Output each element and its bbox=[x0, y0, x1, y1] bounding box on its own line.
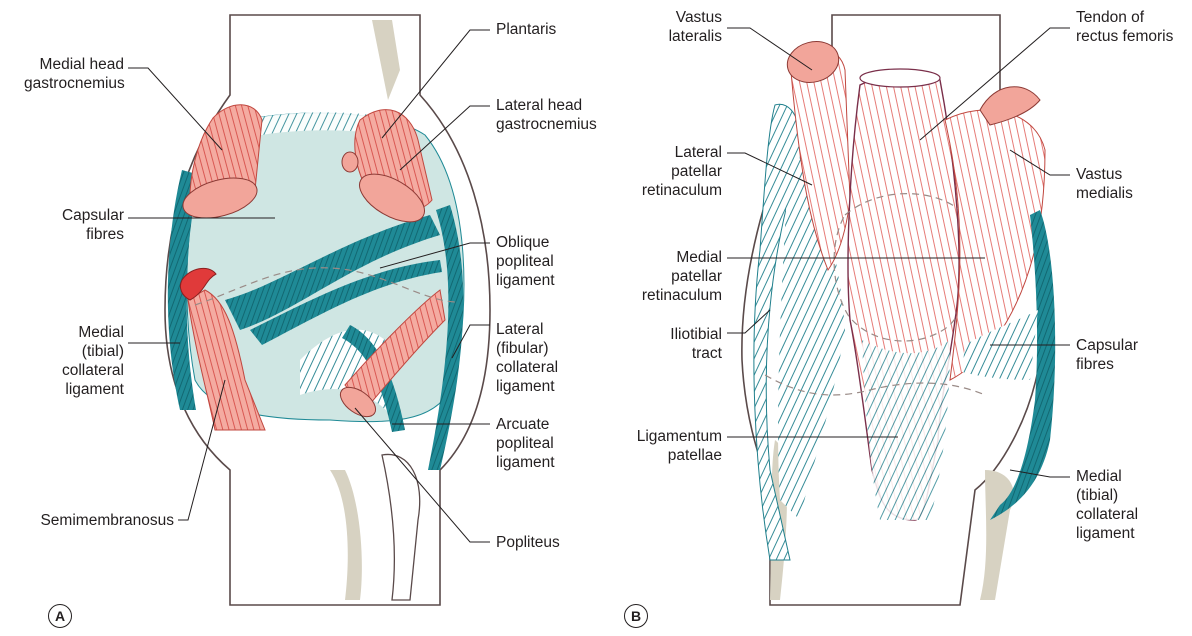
label-plantaris: Plantaris bbox=[496, 20, 606, 39]
panel-b-knee bbox=[742, 15, 1055, 605]
label-oblique-popliteal-ligament: Oblique popliteal ligament bbox=[496, 233, 596, 290]
label-ligamentum-patellae: Ligamentum patellae bbox=[600, 427, 722, 465]
label-lateral-patellar-retinaculum: Lateral patellar retinaculum bbox=[620, 143, 722, 200]
label-medial-collateral-ligament-b: Medial (tibial) collateral ligament bbox=[1076, 467, 1176, 543]
label-medial-head-gastrocnemius: Medial head gastrocnemius bbox=[24, 55, 124, 93]
label-arcuate-popliteal-ligament: Arcuate popliteal ligament bbox=[496, 415, 596, 472]
label-iliotibial-tract: Iliotibial tract bbox=[620, 325, 722, 363]
label-popliteus: Popliteus bbox=[496, 533, 596, 552]
label-capsular-fibres-b: Capsular fibres bbox=[1076, 336, 1176, 374]
label-semimembranosus: Semimembranosus bbox=[4, 511, 174, 530]
label-lateral-head-gastrocnemius: Lateral head gastrocnemius bbox=[496, 96, 616, 134]
label-tendon-rectus-femoris: Tendon of rectus femoris bbox=[1076, 8, 1188, 46]
label-capsular-fibres-a: Capsular fibres bbox=[24, 206, 124, 244]
label-medial-collateral-ligament-a: Medial (tibial) collateral ligament bbox=[24, 323, 124, 399]
label-vastus-medialis: Vastus medialis bbox=[1076, 165, 1176, 203]
label-lateral-collateral-ligament: Lateral (fibular) collateral ligament bbox=[496, 320, 596, 396]
panel-a-knee bbox=[165, 15, 490, 605]
label-medial-patellar-retinaculum: Medial patellar retinaculum bbox=[620, 248, 722, 305]
panel-b-badge: B bbox=[624, 604, 648, 628]
tibia-shadow-b bbox=[980, 470, 1014, 600]
plantaris-cut bbox=[342, 152, 358, 172]
panel-a-badge: A bbox=[48, 604, 72, 628]
label-vastus-lateralis: Vastus lateralis bbox=[620, 8, 722, 46]
rectus-femoris-cut bbox=[860, 69, 940, 87]
